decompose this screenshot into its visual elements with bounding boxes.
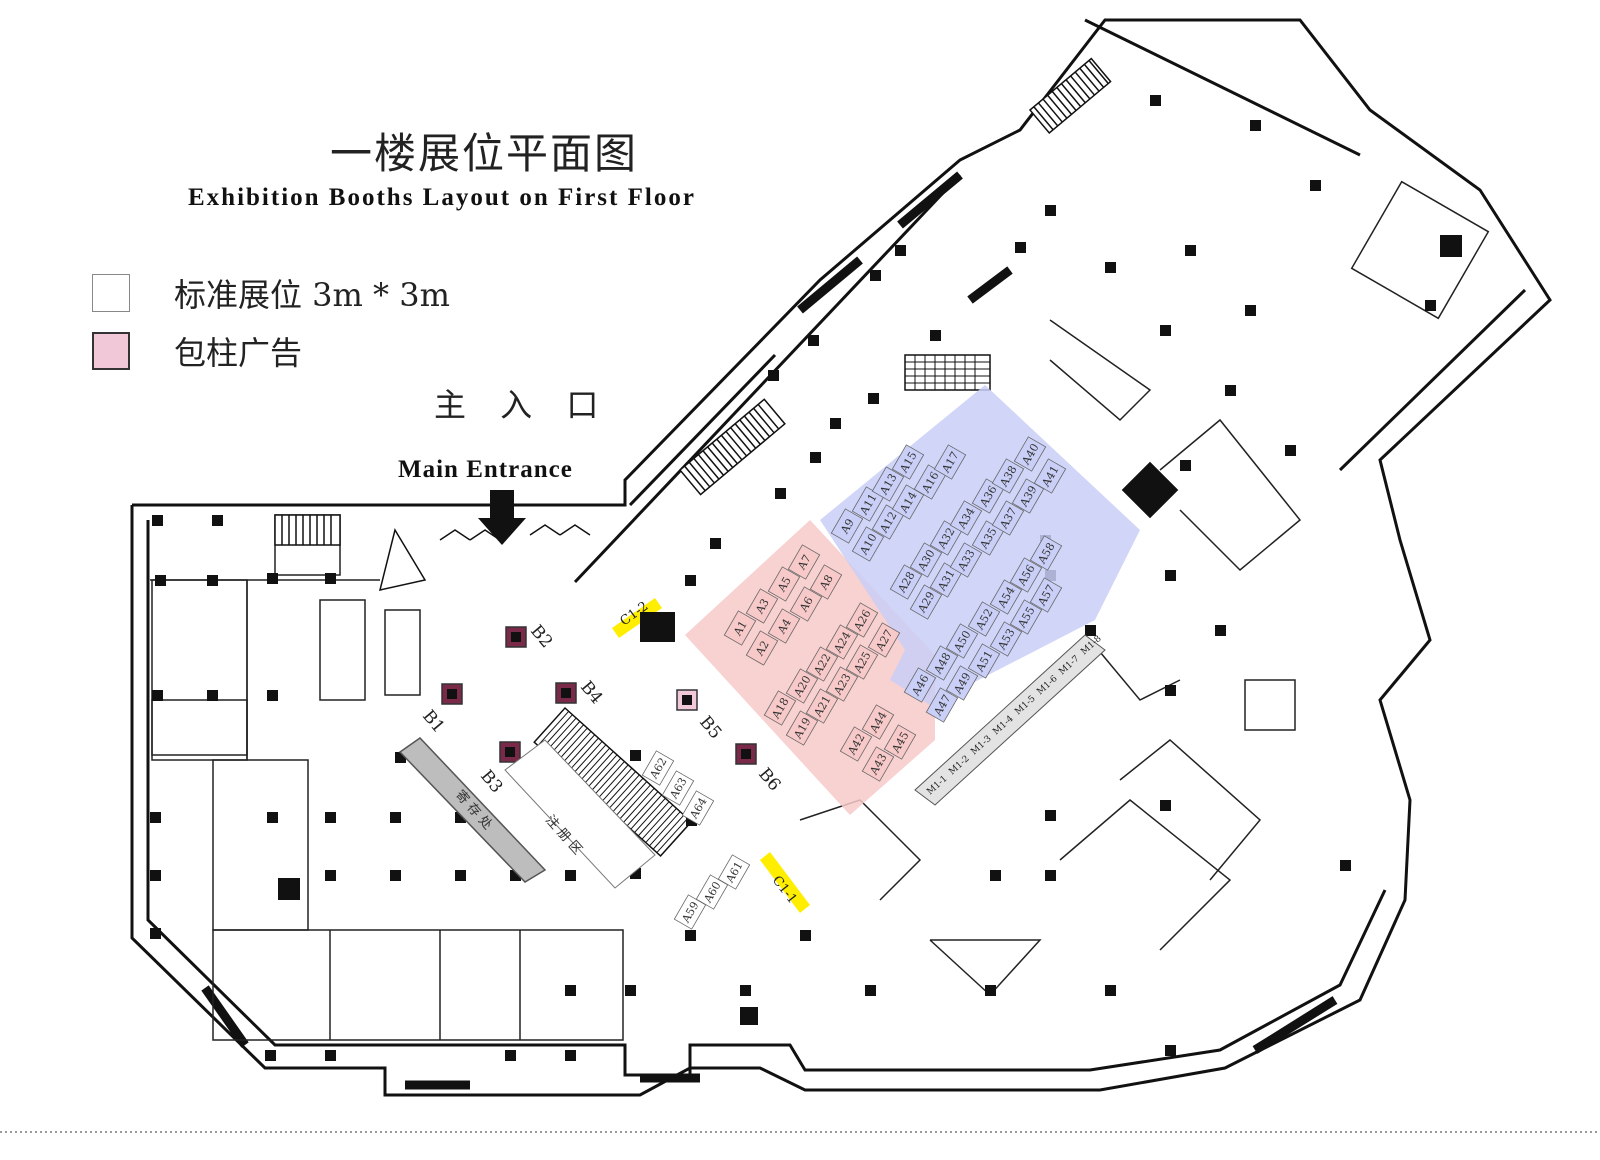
legend-column-swatch: [92, 332, 130, 370]
booth-a21[interactable]: A21: [805, 688, 839, 724]
mezzanine-strip: M1-1M1-2M1-3M1-4M1-5M1-6M1-7M1-8: [914, 634, 1106, 806]
entrance-en: Main Entrance: [398, 456, 573, 483]
booth-a28[interactable]: A28: [889, 564, 923, 600]
structural-columns: [150, 95, 1436, 1061]
booth-a27[interactable]: A27: [867, 622, 901, 658]
booth-a48[interactable]: A48: [925, 645, 959, 681]
booth-a39[interactable]: A39: [1011, 478, 1045, 514]
booth-a10[interactable]: A10: [851, 526, 885, 562]
cloakroom-counter: 寄 存 处: [398, 737, 547, 883]
booth-a42[interactable]: A42: [839, 726, 873, 762]
legend-standard-swatch: [92, 274, 130, 312]
booth-a38[interactable]: A38: [991, 458, 1025, 494]
booth-a22[interactable]: A22: [805, 646, 839, 682]
interior-rooms: [150, 180, 1490, 1041]
booth-a8[interactable]: A8: [809, 564, 843, 600]
booth-a43[interactable]: A43: [861, 746, 895, 782]
booth-a52[interactable]: A52: [967, 601, 1001, 637]
booth-a64[interactable]: A64: [681, 790, 715, 826]
legend-standard: 标准展位 3m * 3m: [92, 270, 450, 316]
column-ad-label: B3: [476, 766, 506, 797]
booth-a36[interactable]: A36: [971, 478, 1005, 514]
card-c1-1: C1-1: [760, 852, 810, 913]
booth-a23[interactable]: A23: [825, 666, 859, 702]
entrance-arrow-icon: [478, 490, 526, 545]
column-ad-label: B1: [418, 706, 448, 737]
booth-a58[interactable]: A58: [1029, 535, 1063, 571]
booth-a20[interactable]: A20: [785, 668, 819, 704]
booth-a41[interactable]: A41: [1033, 458, 1067, 494]
booth-a2[interactable]: A2: [745, 630, 779, 666]
booth-a13[interactable]: A13: [871, 466, 905, 502]
stair-grates: [278, 235, 1462, 1025]
entrance-doors: [378, 524, 591, 591]
booth-a63[interactable]: A63: [661, 770, 695, 806]
booth-a62[interactable]: A62: [641, 750, 675, 786]
booth-a15[interactable]: A15: [891, 444, 925, 480]
booth-a51[interactable]: A51: [967, 643, 1001, 679]
booth-a14[interactable]: A14: [891, 484, 925, 520]
booth-a57[interactable]: A57: [1029, 577, 1063, 613]
booth-a11[interactable]: A11: [851, 486, 885, 522]
heavy-walls: [201, 171, 1338, 1090]
booth-a49[interactable]: A49: [945, 665, 979, 701]
booth-a33[interactable]: A33: [949, 542, 983, 578]
title-cn: 一楼展位平面图: [330, 129, 639, 178]
booth-a56[interactable]: A56: [1009, 557, 1043, 593]
booth-a32[interactable]: A32: [929, 520, 963, 556]
column-ad-b2[interactable]: B2: [505, 621, 556, 652]
booth-a30[interactable]: A30: [909, 542, 943, 578]
booth-a31[interactable]: A31: [929, 562, 963, 598]
booth-a37[interactable]: A37: [991, 500, 1025, 536]
booth-a25[interactable]: A25: [845, 644, 879, 680]
booth-a46[interactable]: A46: [903, 667, 937, 703]
column-ad-b1[interactable]: B1: [418, 683, 463, 737]
legend-column-label: 包柱广告: [174, 334, 303, 372]
booth-a24[interactable]: A24: [825, 624, 859, 660]
booth-a4[interactable]: A4: [767, 608, 801, 644]
booth-a60[interactable]: A60: [695, 874, 729, 910]
booth-a5[interactable]: A5: [767, 566, 801, 602]
booth-a61[interactable]: A61: [717, 854, 751, 890]
building-walls: [130, 18, 1552, 1097]
booth-a45[interactable]: A45: [883, 724, 917, 760]
legend-column: 包柱广告: [92, 328, 302, 374]
title-en: Exhibition Booths Layout on First Floor: [188, 184, 696, 211]
booth-a7[interactable]: A7: [787, 544, 821, 580]
column-ad-b5[interactable]: B5: [676, 689, 725, 743]
booth-a50[interactable]: A50: [945, 623, 979, 659]
booth-a55[interactable]: A55: [1009, 599, 1043, 635]
booth-a29[interactable]: A29: [909, 584, 943, 620]
column-ad-label: B4: [576, 677, 606, 708]
booth-a35[interactable]: A35: [971, 520, 1005, 556]
column-ad-b4[interactable]: B4: [555, 677, 606, 708]
booth-a53[interactable]: A53: [989, 621, 1023, 657]
booth-a17[interactable]: A17: [933, 444, 967, 480]
column-ad-label: B5: [695, 712, 725, 743]
booth-a16[interactable]: A16: [913, 464, 947, 500]
booth-a12[interactable]: A12: [871, 504, 905, 540]
column-ad-b6[interactable]: B6: [735, 743, 784, 795]
entrance-cn: 主 入 口: [434, 386, 611, 424]
booth-a6[interactable]: A6: [789, 586, 823, 622]
booth-a34[interactable]: A34: [949, 500, 983, 536]
booth-a26[interactable]: A26: [845, 602, 879, 638]
booth-a40[interactable]: A40: [1013, 436, 1047, 472]
booth-a3[interactable]: A3: [745, 588, 779, 624]
column-ad-label: B2: [526, 621, 556, 652]
booth-a9[interactable]: A9: [830, 508, 864, 544]
legend-standard-label: 标准展位 3m * 3m: [174, 276, 450, 314]
booth-a18[interactable]: A18: [763, 690, 797, 726]
column-ad-label: B6: [754, 764, 784, 795]
booth-a1[interactable]: A1: [723, 610, 757, 646]
booth-a44[interactable]: A44: [861, 704, 895, 740]
booth-a47[interactable]: A47: [925, 687, 959, 723]
booth-a19[interactable]: A19: [785, 710, 819, 746]
stairs: [274, 57, 1112, 857]
booth-a54[interactable]: A54: [989, 579, 1023, 615]
